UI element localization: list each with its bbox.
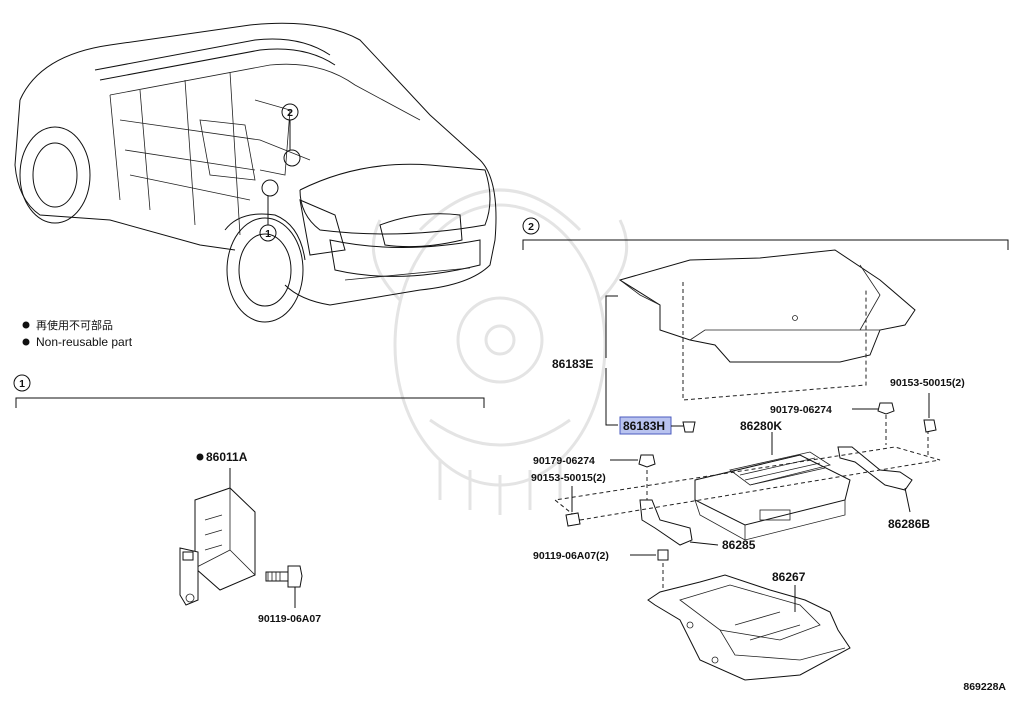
- bracket-86285-drawing: [639, 499, 719, 546]
- marker-circle-1: [261, 179, 279, 197]
- non-reusable-dot-icon: [196, 453, 204, 461]
- section-1-header: 1: [13, 374, 485, 408]
- part-label-90119-a[interactable]: 90119-06A07(2): [533, 550, 609, 562]
- module-86011A-drawing: [179, 468, 303, 608]
- bolt-90153-b: [565, 486, 581, 527]
- part-label-86183H[interactable]: 86183H: [623, 419, 665, 433]
- legend-jp: 再使用不可部品: [36, 318, 113, 332]
- legend: 再使用不可部品 Non-reusable part: [22, 318, 133, 349]
- deck-board-drawing: [618, 249, 916, 401]
- svg-text:2: 2: [287, 107, 293, 119]
- legend-en: Non-reusable part: [36, 335, 133, 349]
- nut-90179-a: [852, 402, 895, 415]
- part-label-90153-b[interactable]: 90153-50015(2): [531, 472, 606, 484]
- clip-icon: [682, 421, 696, 433]
- bolt-90153-a: [923, 393, 937, 433]
- part-label-90179-b[interactable]: 90179-06274: [533, 455, 595, 467]
- part-label-86285[interactable]: 86285: [722, 538, 756, 552]
- bracket-86286B-drawing: [837, 446, 913, 513]
- part-label-90179-a[interactable]: 90179-06274: [770, 404, 832, 416]
- watermark: [371, 188, 629, 515]
- ecu-86280K-drawing: [694, 432, 851, 541]
- nut-90179-b: [610, 454, 656, 468]
- part-label-86011A[interactable]: 86011A: [206, 450, 248, 464]
- diagram-id: 869228A: [963, 681, 1006, 693]
- part-label-86183E[interactable]: 86183E: [552, 357, 593, 371]
- filled-dot-icon: [22, 338, 30, 346]
- filled-dot-icon: [22, 321, 30, 329]
- svg-text:1: 1: [265, 228, 271, 240]
- marker-circle-2: [283, 149, 301, 167]
- part-label-86280K[interactable]: 86280K: [740, 419, 782, 433]
- part-label-90153-a[interactable]: 90153-50015(2): [890, 377, 965, 389]
- car-callout-2: 2: [281, 103, 299, 121]
- svg-text:1: 1: [19, 378, 25, 390]
- car-illustration: [14, 22, 497, 323]
- part-label-86267[interactable]: 86267: [772, 570, 806, 584]
- tray-86267-drawing: [647, 574, 851, 681]
- car-callout-1: 1: [259, 224, 277, 242]
- part-label-86286B[interactable]: 86286B: [888, 517, 930, 531]
- section-2-header: 2: [522, 217, 1009, 250]
- part-label-90119-b[interactable]: 90119-06A07: [258, 613, 321, 625]
- bolt-90119-a: [630, 549, 669, 561]
- svg-text:2: 2: [528, 221, 534, 233]
